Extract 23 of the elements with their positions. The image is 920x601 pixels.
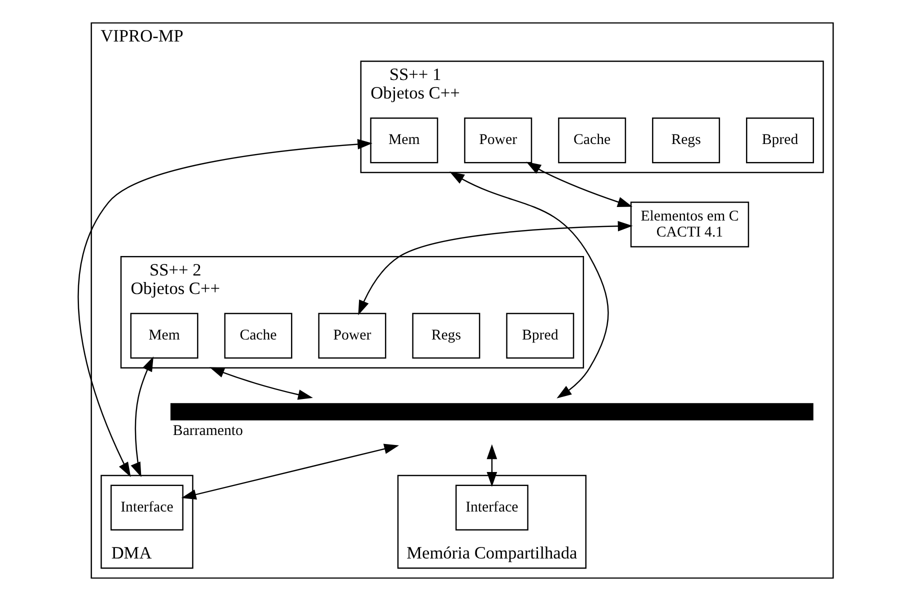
node-box: Elementos em C CACTI 4.1 (630, 202, 749, 248)
node-box: Bpred (506, 312, 574, 359)
node-label: Barramento (172, 422, 242, 439)
arrow (77, 139, 372, 478)
node-box: Regs (412, 312, 480, 359)
arrow (358, 220, 632, 316)
node-box: Mem (370, 118, 438, 164)
node-box: Cache (224, 312, 292, 359)
node-box: Interface (454, 484, 528, 530)
node-box (170, 403, 813, 420)
arrow (180, 444, 399, 500)
arrow (449, 172, 608, 398)
arrow (209, 367, 312, 400)
node-box: Bpred (746, 118, 814, 164)
arrow (486, 444, 497, 487)
node-box: Cache (558, 118, 626, 164)
node-box: Mem (130, 312, 198, 359)
node-box: Power (318, 312, 386, 359)
node-box: Interface (110, 484, 183, 530)
node-box: Regs (652, 118, 720, 164)
arrow (526, 162, 632, 208)
node-box: Power (464, 118, 532, 164)
arrow (130, 356, 153, 478)
